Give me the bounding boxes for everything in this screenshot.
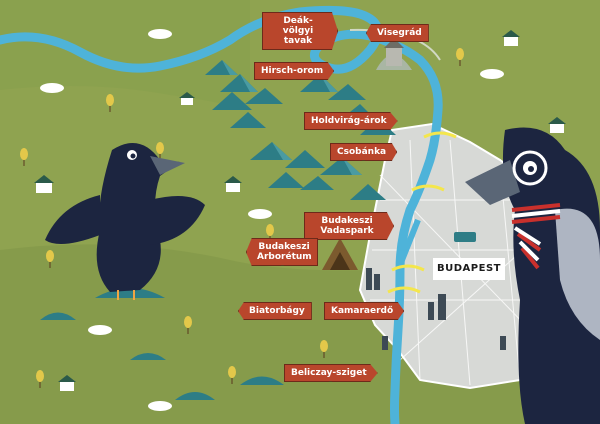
signpost-budakeszi-vadaspark[interactable]: Budakeszi Vadaspark [304, 212, 394, 240]
signpost-deak-volgyi-tavak[interactable]: Deák-völgyi tavak [262, 12, 338, 50]
signpost-visegrad[interactable]: Visegrád [366, 24, 429, 42]
hut-icon [322, 238, 358, 270]
signpost-csobanka[interactable]: Csobánka [330, 143, 398, 161]
signpost-holdvirag-arok[interactable]: Holdvirág-árok [304, 112, 398, 130]
signpost-budakeszi-arboretum[interactable]: Budakeszi Arborétum [246, 238, 318, 266]
bus-icon [454, 232, 476, 242]
signpost-beliczay-sziget[interactable]: Beliczay-sziget [284, 364, 378, 382]
raven-illustration-right [465, 127, 600, 424]
raven-illustration-left [45, 142, 205, 300]
signpost-biatorbagy[interactable]: Biatorbágy [238, 302, 312, 320]
signpost-kamaraerdo[interactable]: Kamaraerdő [324, 302, 405, 320]
signpost-hirsch-orom[interactable]: Hirsch-orom [254, 62, 335, 80]
visegrad-castle-icon [376, 38, 412, 70]
budapest-label: BUDAPEST [433, 258, 505, 280]
